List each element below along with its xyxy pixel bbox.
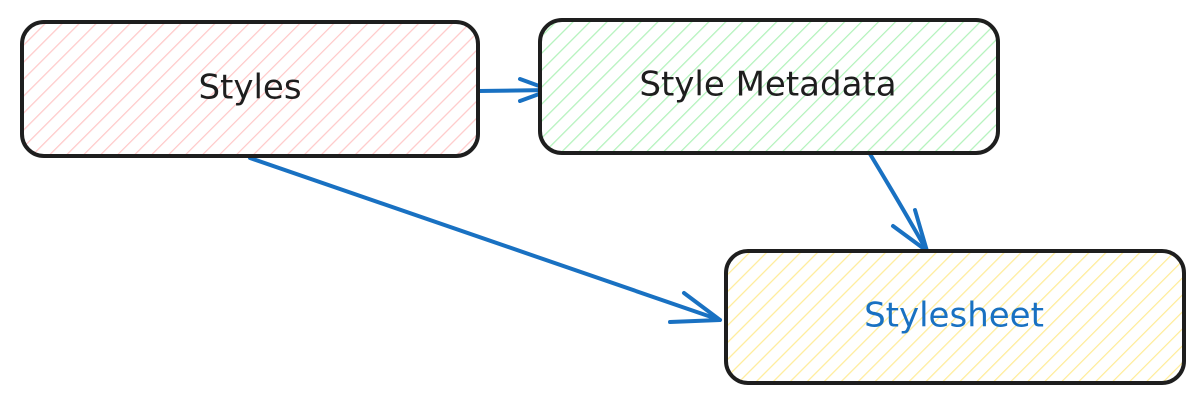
node-stylesheet[interactable]: Stylesheet	[724, 249, 1186, 385]
node-styles[interactable]: Styles	[20, 20, 480, 158]
arrow-style-metadata-to-stylesheet	[868, 152, 929, 253]
node-style-metadata-label: Style Metadata	[639, 65, 896, 105]
arrow-styles-to-stylesheet	[248, 156, 722, 324]
node-styles-label: Styles	[198, 68, 301, 108]
node-style-metadata[interactable]: Style Metadata	[538, 18, 1000, 155]
node-stylesheet-label: Stylesheet	[864, 296, 1044, 336]
